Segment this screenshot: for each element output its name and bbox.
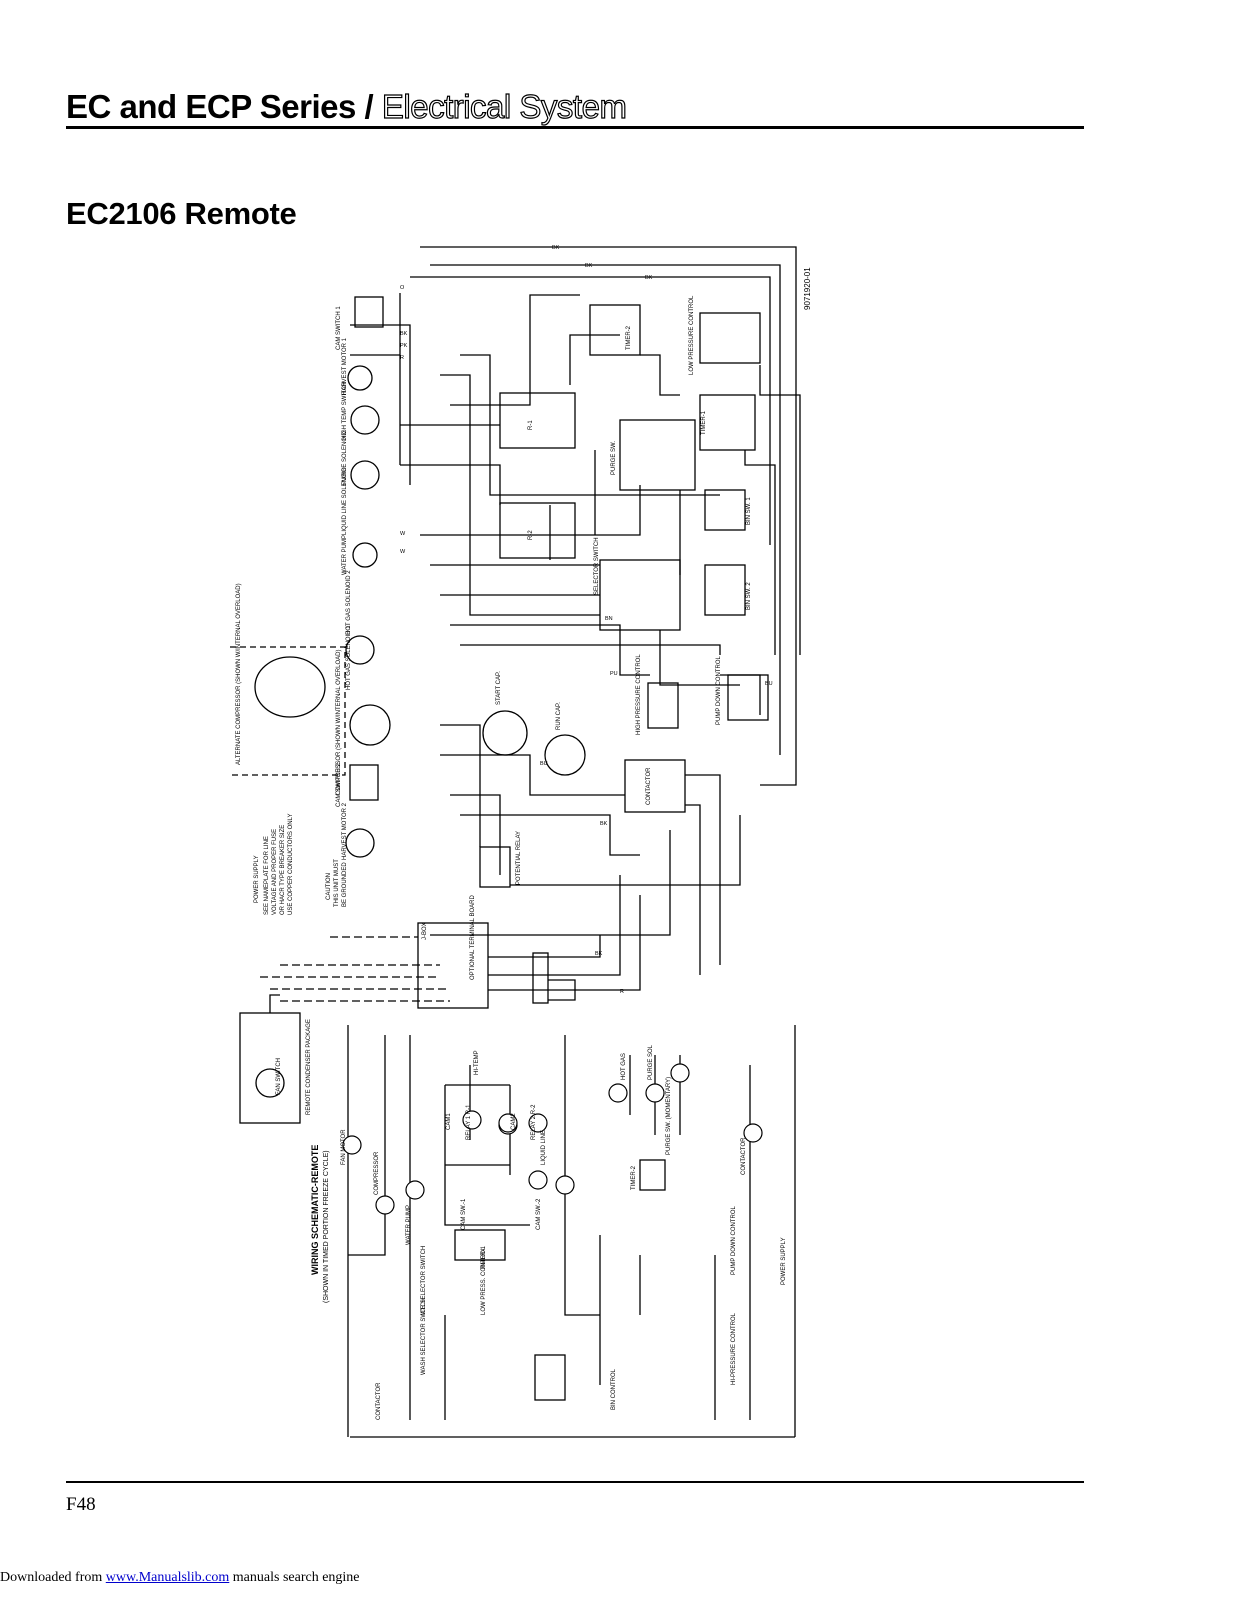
label-power-note-1: SEE NAMEPLATE FOR LINE xyxy=(264,836,270,915)
schematic-title: WIRING SCHEMATIC-REMOTE xyxy=(310,1145,320,1275)
sch-wash-selector-switch: WASH SELECTOR SWITCH xyxy=(421,1298,427,1375)
sch-water-pump: WATER PUMP xyxy=(406,1205,412,1245)
label-run-cap: RUN CAP. xyxy=(556,702,562,730)
label-caution: CAUTION xyxy=(326,873,332,900)
label-water-pump: WATER PUMP xyxy=(342,535,348,575)
part-number: 9071920-01 xyxy=(803,267,812,310)
wire-code-pk: PK xyxy=(400,343,408,349)
sch-cam1: CAM1 xyxy=(446,1113,452,1130)
sch-relay2: RELAY 2 R-2 xyxy=(531,1104,537,1140)
sch-low-press-control: LOW PRESS. CONTROL xyxy=(481,1246,487,1315)
label-potential-relay: POTENTIAL RELAY xyxy=(516,831,522,885)
wire-code-bk: BK xyxy=(585,263,593,269)
wire-code-w: W xyxy=(400,549,406,555)
label-hot-gas-solenoid-2: HOT GAS SOLENOID 2 xyxy=(346,570,352,635)
label-high-temp-switch: HIGH TEMP SWITCH xyxy=(342,382,348,440)
label-selector-switch: SELECTOR SWITCH xyxy=(594,537,600,595)
footer-rule xyxy=(66,1481,1084,1483)
footer-prefix: Downloaded from xyxy=(0,1570,106,1585)
label-remote-condenser: REMOTE CONDENSER PACKAGE xyxy=(306,1019,312,1115)
sch-power-supply: POWER SUPPLY xyxy=(781,1237,787,1285)
label-harvest-motor-1: HARVEST MOTOR 1 xyxy=(342,337,348,395)
sch-liquid-line: LIQUID LINE xyxy=(541,1130,547,1165)
sch-hi-pressure-control: HI-PRESSURE CONTROL xyxy=(731,1312,737,1385)
label-bin-sw-1: BIN SW. 1 xyxy=(746,497,752,525)
label-cam-switch-2: CAM SWITCH 2 xyxy=(336,763,342,807)
label-purge-solenoid: PURGE SOLENOID xyxy=(342,430,348,485)
sch-fan-motor: FAN MOTOR xyxy=(341,1129,347,1165)
label-timer-1: TIMER-1 xyxy=(701,410,707,435)
wiring-diagram: CAM SWITCH 1 HARVEST MOTOR 1 HIGH TEMP S… xyxy=(230,245,812,1438)
wire-code-bn: BN xyxy=(605,616,613,622)
wire-code-r: R xyxy=(620,989,624,995)
sch-compressor: COMPRESSOR xyxy=(374,1151,380,1195)
label-caution-note-1: THIS UNIT MUST xyxy=(334,859,340,907)
label-hot-gas-solenoid-1: HOT GAS SOLENOID 1 xyxy=(346,625,352,690)
wire-code-o: O xyxy=(400,285,405,291)
label-optional-terminal-board: OPTIONAL TERMINAL BOARD xyxy=(470,895,476,980)
sch-ice-selector-switch: ICE SELECTOR SWITCH xyxy=(421,1246,427,1315)
label-jbox: J-BOX xyxy=(422,922,428,940)
sch-hi-temp: HI-TEMP xyxy=(474,1050,480,1075)
section-title: Electrical System xyxy=(381,87,627,125)
label-contactor: CONTACTOR xyxy=(646,767,652,805)
sch-contactor-left: CONTACTOR xyxy=(376,1382,382,1420)
label-liquid-line-solenoid: LIQUID LINE SOLENOID xyxy=(342,467,348,535)
sch-hot-gas: HOT GAS xyxy=(621,1053,627,1080)
label-purge-sw: PURGE SW. xyxy=(611,441,617,475)
label-fan-switch: FAN SWITCH xyxy=(276,1058,282,1095)
page-number: F48 xyxy=(66,1494,96,1515)
label-low-pressure-control: LOW PRESSURE CONTROL xyxy=(689,295,695,375)
label-r2: R-2 xyxy=(528,530,534,540)
page-title: EC2106 Remote xyxy=(66,196,297,231)
header-rule xyxy=(66,126,1084,129)
download-footer: Downloaded from www.Manualslib.com manua… xyxy=(0,1570,360,1586)
footer-suffix: manuals search engine xyxy=(229,1570,360,1585)
series-title: EC and ECP Series / xyxy=(66,88,374,125)
label-pump-down-control: PUMP DOWN CONTROL xyxy=(716,655,722,725)
sch-contactor: CONTACTOR xyxy=(741,1137,747,1175)
wire-code-bk: BK xyxy=(600,821,608,827)
wire-code-bu: BU xyxy=(765,681,773,687)
sch-timer-1: TIMER-1 xyxy=(481,1245,487,1270)
section-header: EC and ECP Series / Electrical System xyxy=(66,87,628,126)
wire-code-bk: BK xyxy=(595,951,603,957)
wire-code-bk: BK xyxy=(552,245,560,251)
label-power-note-3: OR HACR TYPE BREAKER SIZE xyxy=(280,825,286,915)
sch-cam-sw-1: CAM SW.-1 xyxy=(461,1198,467,1230)
label-start-cap: START CAP. xyxy=(496,671,502,705)
wire-codes: BK BK BK BK PK R O W W BN PU BU BU BK BK… xyxy=(400,245,773,995)
sch-timer-2: TIMER-2 xyxy=(631,1165,637,1190)
manualslib-link[interactable]: www.Manualslib.com xyxy=(105,1570,230,1585)
label-alternate-compressor: ALTERNATE COMPRESSOR (SHOWN W/INTERNAL O… xyxy=(236,583,242,765)
sch-pump-down-control: PUMP DOWN CONTROL xyxy=(731,1205,737,1275)
label-power-note-2: VOLTAGE AND PROPER FUSE xyxy=(272,829,278,915)
label-harvest-motor-2: HARVEST MOTOR 2 xyxy=(342,802,348,860)
sch-purge-sol: PURGE SOL xyxy=(648,1044,654,1080)
sch-bin-control: BIN CONTROL xyxy=(611,1368,617,1410)
wire-code-bk: BK xyxy=(645,275,653,281)
wire-code-w: W xyxy=(400,531,406,537)
label-compressor: COMPRESSOR (SHOWN W/INTERNAL OVERLOAD) xyxy=(336,650,342,795)
sch-cam2: CAM2 xyxy=(511,1113,517,1130)
sch-purge-sw: PURGE SW. (MOMENTARY) xyxy=(666,1077,672,1155)
label-power-supply: POWER SUPPLY xyxy=(254,855,260,903)
schematic-subtitle: (SHOWN IN TIMED PORTION FREEZE CYCLE) xyxy=(323,1150,330,1303)
wire-code-bk: BK xyxy=(400,331,408,337)
label-caution-note-2: BE GROUNDED xyxy=(342,862,348,907)
label-timer-2: TIMER-2 xyxy=(626,325,632,350)
label-bin-sw-2: BIN SW. 2 xyxy=(746,582,752,610)
label-r1: R-1 xyxy=(528,420,534,430)
sch-relay1: RELAY 1 R-1 xyxy=(466,1104,472,1140)
label-high-pressure-control: HIGH PRESSURE CONTROL xyxy=(636,654,642,735)
label-power-note-4: USE COPPER CONDUCTORS ONLY xyxy=(288,814,294,915)
wire-code-bu: BU xyxy=(540,761,548,767)
sch-cam-sw-2: CAM SW.-2 xyxy=(536,1198,542,1230)
wire-code-pu: PU xyxy=(610,671,618,677)
label-cam-switch-1: CAM SWITCH 1 xyxy=(336,306,342,350)
wire-code-r: R xyxy=(400,355,404,361)
